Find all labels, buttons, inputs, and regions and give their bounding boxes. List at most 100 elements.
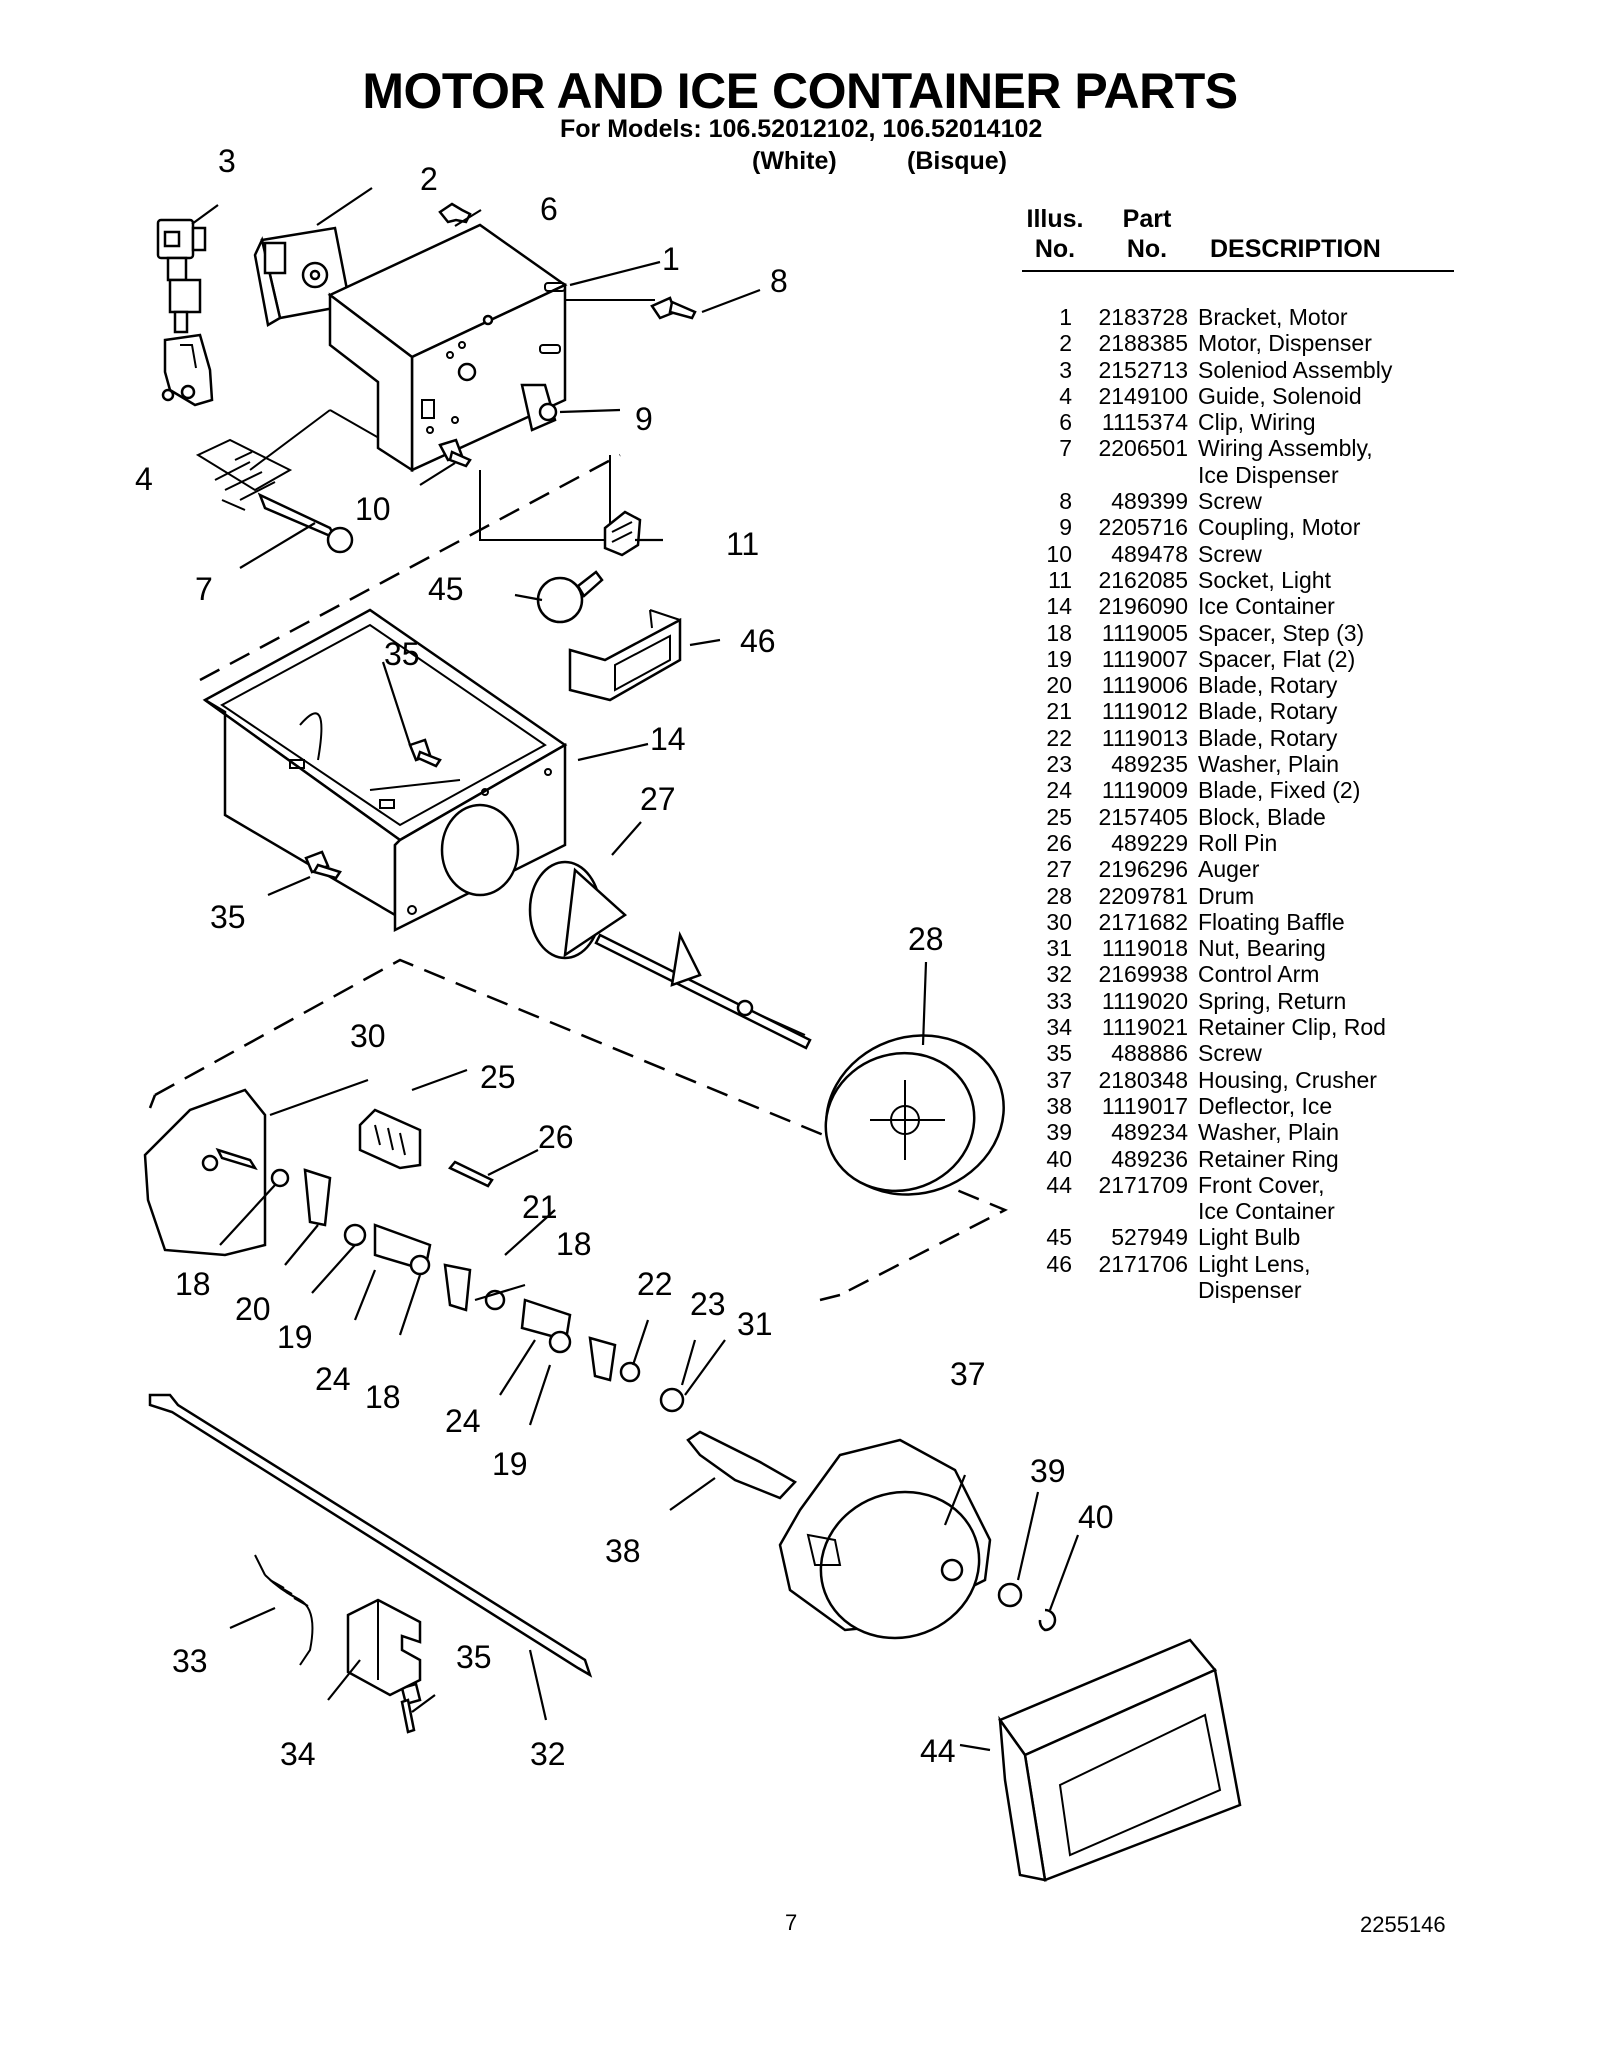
- description-line: Screw: [1198, 540, 1262, 567]
- callout-27: 27: [640, 781, 676, 817]
- part-description: Control Arm: [1188, 961, 1454, 987]
- col-illus-line2: No.: [1034, 235, 1076, 263]
- part-number: 1119021: [1101, 1014, 1188, 1041]
- description-line: Spacer, Step (3): [1198, 619, 1365, 646]
- description-line: Spacer, Flat (2): [1198, 645, 1356, 672]
- illus-number: 39: [1046, 1119, 1072, 1146]
- light-lens-part: [568, 609, 682, 702]
- illus-number: 19: [1046, 645, 1072, 672]
- description-line: Dispenser: [1198, 1276, 1302, 1303]
- illus-number: 27: [1046, 856, 1072, 883]
- part-description: Floating Baffle: [1188, 909, 1454, 935]
- callout-37: 37: [950, 1356, 986, 1392]
- part-description: Socket, Light: [1188, 567, 1454, 593]
- callout-18-left: 18: [175, 1266, 211, 1302]
- illus-number: 7: [1059, 435, 1072, 462]
- solenoid-guide-part: [161, 333, 214, 407]
- callout-22: 22: [637, 1266, 673, 1302]
- illus-number: 3: [1059, 356, 1072, 383]
- description-line: Nut, Bearing: [1198, 935, 1326, 962]
- part-number: 1119012: [1101, 698, 1188, 725]
- description-line: Blade, Rotary: [1198, 698, 1338, 725]
- part-description: Nut, Bearing: [1188, 935, 1454, 961]
- callout-numbers: 3 2 6 1 8 9 4 10 11 7 45 46 35 14 27 35 …: [135, 143, 1114, 1772]
- part-number: 1119018: [1101, 935, 1188, 962]
- part-number: 489478: [1111, 540, 1188, 567]
- parts-table-row: 10 489478 Screw: [1022, 541, 1454, 567]
- illus-number: 31: [1046, 935, 1072, 962]
- part-number: 2188385: [1098, 330, 1188, 357]
- illus-number: 21: [1046, 698, 1072, 725]
- part-number: 1119017: [1101, 1092, 1188, 1119]
- part-description: Screw: [1188, 1040, 1454, 1066]
- part-description: Motor, Dispenser: [1188, 330, 1454, 356]
- callout-3: 3: [218, 143, 236, 179]
- leader-lines: [191, 187, 1080, 1752]
- part-description: Light Lens,Dispenser: [1188, 1251, 1454, 1304]
- part-number: 2205716: [1098, 514, 1188, 541]
- callout-30: 30: [350, 1018, 386, 1054]
- callout-25: 25: [480, 1059, 516, 1095]
- wiring-assembly-part: [195, 438, 354, 554]
- description-line: Coupling, Motor: [1198, 514, 1361, 541]
- screw-35-inside-part: [408, 738, 442, 768]
- callout-45: 45: [428, 571, 464, 607]
- parts-table-row: 39 489234 Washer, Plain: [1022, 1119, 1454, 1145]
- part-number: 489229: [1111, 829, 1188, 856]
- retainer-ring-part: [1038, 1608, 1057, 1632]
- part-number: 488886: [1111, 1040, 1188, 1067]
- part-number: 2171709: [1098, 1171, 1188, 1198]
- part-description: Housing, Crusher: [1188, 1067, 1454, 1093]
- part-description: Blade, Rotary: [1188, 672, 1454, 698]
- page-number: 7: [785, 1910, 798, 1935]
- callout-10: 10: [355, 491, 391, 527]
- part-description: Clip, Wiring: [1188, 409, 1454, 435]
- illus-number: 40: [1046, 1145, 1072, 1172]
- part-number: 2183728: [1098, 304, 1188, 330]
- illus-number: 10: [1046, 540, 1072, 567]
- illus-number: 24: [1046, 777, 1072, 804]
- description-line: Front Cover,: [1198, 1171, 1325, 1198]
- description-line: Ice Container: [1198, 1198, 1335, 1225]
- illus-number: 30: [1046, 908, 1072, 935]
- description-line: Blade, Fixed (2): [1198, 777, 1361, 804]
- callout-6: 6: [540, 191, 558, 227]
- illus-number: 2: [1059, 330, 1072, 357]
- illus-number: 33: [1046, 987, 1072, 1014]
- part-description: Soleniod Assembly: [1188, 357, 1454, 383]
- callout-35-inside: 35: [384, 636, 420, 672]
- part-number: 489235: [1111, 751, 1188, 778]
- callout-1: 1: [662, 241, 680, 277]
- description-line: Clip, Wiring: [1198, 409, 1316, 436]
- callout-19-left: 19: [277, 1319, 313, 1355]
- col-part-line2: No.: [1126, 235, 1168, 263]
- illus-number: 32: [1046, 961, 1072, 988]
- callout-9: 9: [635, 401, 653, 437]
- part-description: Drum: [1188, 883, 1454, 909]
- auger-part: [528, 860, 812, 1050]
- illus-number: 38: [1046, 1092, 1072, 1119]
- illus-number: 37: [1046, 1066, 1072, 1093]
- description-line: Housing, Crusher: [1198, 1066, 1377, 1093]
- callout-39: 39: [1030, 1453, 1066, 1489]
- illus-number: 1: [1059, 304, 1072, 330]
- part-description: Coupling, Motor: [1188, 514, 1454, 540]
- part-description: Light Bulb: [1188, 1224, 1454, 1250]
- drum-part: [824, 1034, 1005, 1196]
- part-number: 489234: [1111, 1119, 1188, 1146]
- col-description: DESCRIPTION: [1210, 235, 1381, 263]
- part-description: Blade, Rotary: [1188, 698, 1454, 724]
- ice-container-part: [202, 608, 568, 933]
- callout-35-clip: 35: [456, 1639, 492, 1675]
- description-line: Washer, Plain: [1198, 1119, 1340, 1146]
- part-number: 2209781: [1098, 882, 1188, 909]
- models-line: For Models: 106.52012102, 106.52014102: [560, 115, 1043, 143]
